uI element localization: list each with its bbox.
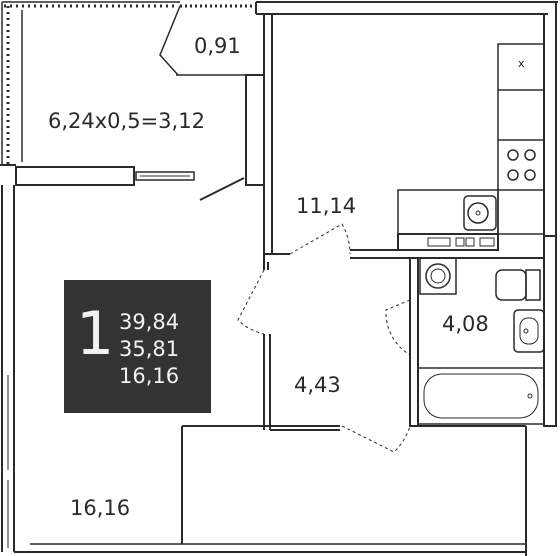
room-count: 1 <box>76 299 115 369</box>
living-door <box>237 269 265 335</box>
living-room-area-label: 16,16 <box>70 496 131 520</box>
partition-kitchen-living <box>263 13 273 255</box>
bathroom-sink-icon <box>513 309 545 353</box>
bathroom-wall <box>409 257 419 427</box>
loggia-area-label: 6,24x0,5=3,12 <box>48 109 205 133</box>
living-area: 16,16 <box>119 364 180 388</box>
stove-icon <box>507 149 536 181</box>
bathroom-door <box>385 299 411 356</box>
kitchen-radiator <box>397 233 499 251</box>
cabinet-mark: x <box>518 57 525 70</box>
bathtub-icon <box>417 367 545 425</box>
kitchen-counter <box>497 43 545 235</box>
toilet-icon <box>495 269 541 301</box>
kitchen-sink-icon <box>463 195 497 231</box>
hallway-area-label: 4,43 <box>294 373 341 397</box>
washing-machine-icon <box>419 257 457 295</box>
bathroom-area-label: 4,08 <box>442 312 489 336</box>
entrance-door <box>341 425 411 453</box>
kitchen-door <box>289 223 351 255</box>
living-area-total: 35,81 <box>119 337 180 361</box>
balcony-door <box>135 171 195 181</box>
total-area: 39,84 <box>119 310 180 334</box>
loggia-wall <box>15 166 135 186</box>
kitchen-area-label: 11,14 <box>296 194 357 218</box>
area-summary: 39,84 35,81 16,16 <box>119 309 179 390</box>
balcony-area-label: 0,91 <box>194 34 241 58</box>
apartment-info-badge: 1 39,84 35,81 16,16 <box>64 280 211 413</box>
